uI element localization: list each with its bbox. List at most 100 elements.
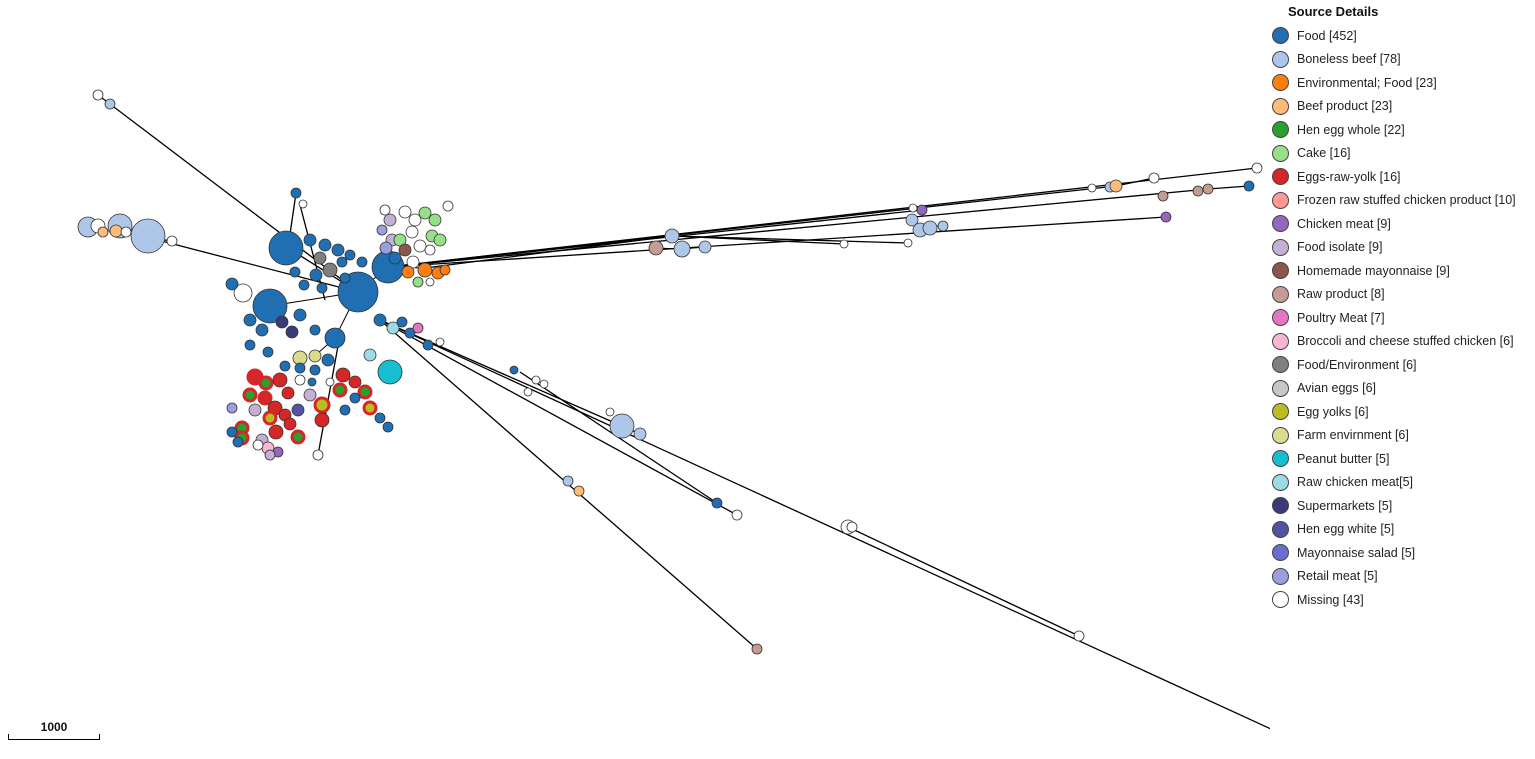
tree-node xyxy=(289,266,301,278)
tree-node xyxy=(321,353,335,367)
tree-node xyxy=(109,224,123,238)
tree-branch xyxy=(1207,185,1250,190)
tree-node xyxy=(281,386,295,400)
tree-node xyxy=(1251,162,1263,174)
legend-item: Missing [43] xyxy=(1272,588,1532,612)
tree-node xyxy=(922,220,938,236)
tree-node xyxy=(428,213,442,227)
tree-node xyxy=(435,337,445,347)
tree-node xyxy=(104,98,116,110)
legend-label: Retail meat [5] xyxy=(1297,569,1378,584)
legend-item: Raw product [8] xyxy=(1272,283,1532,307)
legend-item: Beef product [23] xyxy=(1272,95,1532,119)
tree-node xyxy=(309,364,321,376)
tree-node xyxy=(1109,179,1123,193)
legend-swatch xyxy=(1272,403,1289,421)
tree-node xyxy=(324,327,346,349)
legend-swatch xyxy=(1272,50,1289,68)
tree-node xyxy=(314,412,330,428)
legend-item: Food/Environment [6] xyxy=(1272,353,1532,377)
tree-node xyxy=(252,439,264,451)
tree-node xyxy=(291,403,305,417)
legend-item: Eggs-raw-yolk [16] xyxy=(1272,165,1532,189)
tree-node xyxy=(303,233,317,247)
tree-node xyxy=(439,264,451,276)
legend-item: Retail meat [5] xyxy=(1272,565,1532,589)
tree-node xyxy=(731,509,743,521)
legend-label: Egg yolks [6] xyxy=(1297,404,1369,419)
tree-node xyxy=(422,339,434,351)
tree-node xyxy=(243,313,257,327)
tree-node xyxy=(120,226,132,238)
legend-label: Cake [16] xyxy=(1297,146,1351,161)
tree-node xyxy=(285,325,299,339)
legend-label: Environmental; Food [23] xyxy=(1297,75,1437,90)
legend-item: Farm envirnment [6] xyxy=(1272,424,1532,448)
tree-node xyxy=(349,392,361,404)
tree-node xyxy=(290,429,306,445)
legend-item: Chicken meat [9] xyxy=(1272,212,1532,236)
tree-node xyxy=(382,421,394,433)
tree-node xyxy=(412,322,424,334)
tree-node xyxy=(272,372,288,388)
tree-branch xyxy=(387,188,1209,268)
legend-swatch xyxy=(1272,450,1289,468)
tree-node xyxy=(408,213,422,227)
tree-node xyxy=(379,204,391,216)
tree-node xyxy=(406,255,420,269)
tree-node xyxy=(226,426,238,438)
tree-node xyxy=(279,360,291,372)
tree-node xyxy=(92,89,104,101)
tree-node xyxy=(373,313,387,327)
legend-swatch xyxy=(1272,591,1289,609)
tree-node xyxy=(232,436,244,448)
legend-swatch xyxy=(1272,544,1289,562)
tree-node xyxy=(318,238,332,252)
tree-node xyxy=(283,417,297,431)
tree-node xyxy=(325,377,335,387)
legend-swatch xyxy=(1272,309,1289,327)
tree-branch xyxy=(379,319,623,427)
legend-swatch xyxy=(1272,520,1289,538)
tree-node xyxy=(257,390,273,406)
tree-node xyxy=(846,521,858,533)
tree-node xyxy=(252,288,288,324)
tree-node xyxy=(648,240,664,256)
tree-node xyxy=(393,233,407,247)
tree-node xyxy=(433,233,447,247)
tree-node xyxy=(244,339,256,351)
tree-node xyxy=(698,240,712,254)
tree-node xyxy=(348,375,362,389)
tree-node xyxy=(417,262,433,278)
tree-node xyxy=(376,224,388,236)
legend-label: Food [452] xyxy=(1297,28,1357,43)
tree-node xyxy=(294,374,306,386)
tree-node xyxy=(268,230,304,266)
legend-item: Food isolate [9] xyxy=(1272,236,1532,260)
tree-node xyxy=(1243,180,1255,192)
tree-node xyxy=(331,243,345,257)
legend-item: Frozen raw stuffed chicken product [10] xyxy=(1272,189,1532,213)
tree-node xyxy=(1192,185,1204,197)
tree-node xyxy=(396,316,408,328)
tree-node xyxy=(374,412,386,424)
legend-item: Environmental; Food [23] xyxy=(1272,71,1532,95)
legend-label: Raw chicken meat[5] xyxy=(1297,475,1414,490)
tree-node xyxy=(312,449,324,461)
tree-node xyxy=(357,384,373,400)
tree-node xyxy=(255,323,269,337)
legend-swatch xyxy=(1272,285,1289,303)
tree-node xyxy=(336,256,348,268)
tree-node xyxy=(903,238,913,248)
tree-branch xyxy=(379,319,1270,730)
legend-swatch xyxy=(1272,567,1289,585)
tree-node xyxy=(258,375,274,391)
tree-node xyxy=(424,244,436,256)
legend-swatch xyxy=(1272,168,1289,186)
tree-node xyxy=(339,404,351,416)
tree-node xyxy=(264,449,276,461)
legend-item: Boneless beef [78] xyxy=(1272,48,1532,72)
legend-items: Food [452] Boneless beef [78] Environmenta… xyxy=(1272,24,1532,612)
tree-node xyxy=(339,272,351,284)
tree-branch xyxy=(847,526,1080,637)
